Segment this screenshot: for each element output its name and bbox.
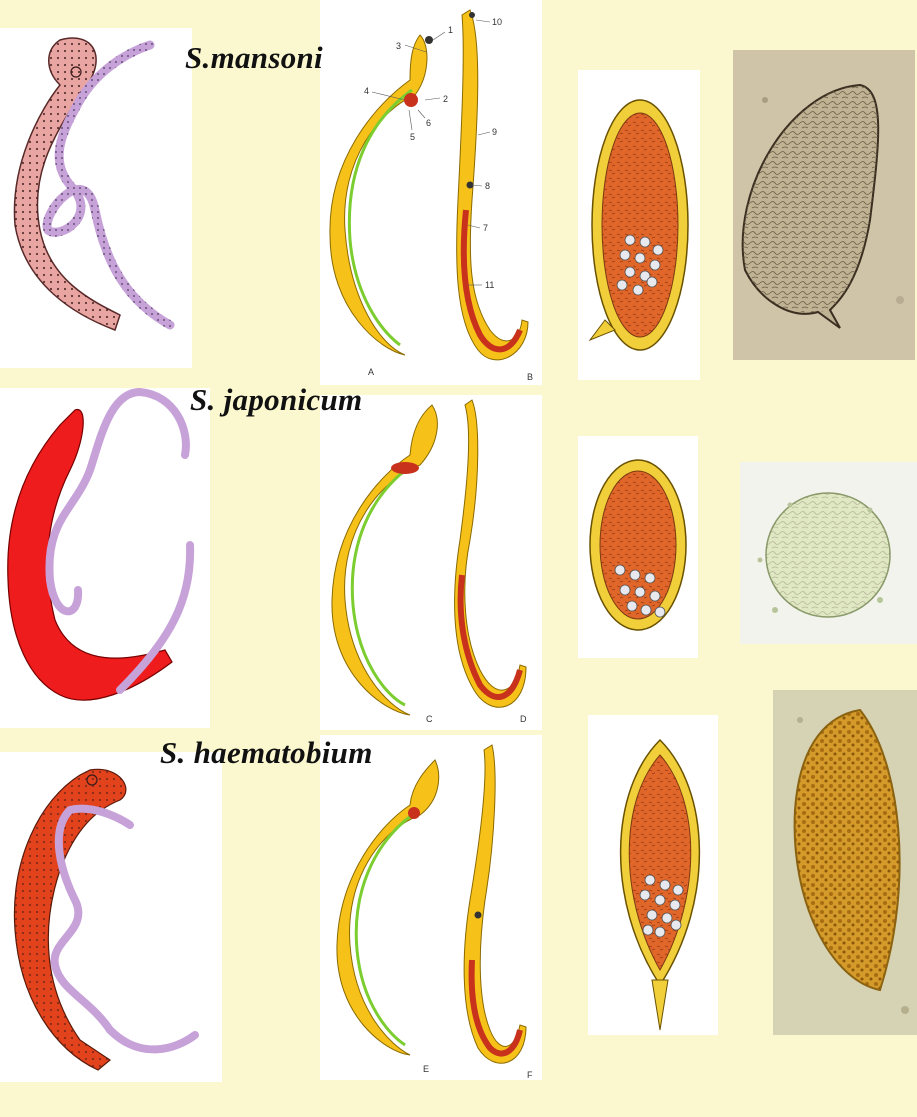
haematobium-female-worm (55, 809, 195, 1050)
diagram-a-male (330, 35, 433, 355)
diagram-letter-f: F (527, 1070, 533, 1080)
mansoni-egg-drawing (590, 100, 688, 350)
species-label-japonicum: S. japonicum (190, 382, 362, 418)
diagram-letter-d: D (520, 714, 527, 724)
diagram-letter-a: A (368, 367, 374, 377)
haematobium-egg-drawing (621, 740, 700, 1030)
diagram-b-female (457, 10, 528, 360)
diagram-d-female (455, 400, 526, 707)
part-number-4: 4 (364, 86, 369, 96)
part-number-5: 5 (410, 132, 415, 142)
part-number-11: 11 (485, 280, 494, 290)
part-number-7: 7 (483, 223, 488, 233)
part-number-9: 9 (492, 127, 497, 137)
part-number-6: 6 (426, 118, 431, 128)
diagram-c-male (332, 405, 437, 715)
diagram-e-male (337, 760, 439, 1055)
part-number-10: 10 (492, 17, 502, 27)
haematobium-egg-micrograph (773, 690, 917, 1035)
part-number-8: 8 (485, 181, 490, 191)
diagram-letter-e: E (423, 1064, 429, 1074)
diagram-letter-b: B (527, 372, 533, 382)
species-label-haematobium: S. haematobium (160, 735, 373, 771)
species-label-mansoni: S.mansoni (185, 40, 323, 76)
diagram-letter-c: C (426, 714, 433, 724)
diagram-f-female (464, 745, 526, 1063)
part-number-2: 2 (443, 94, 448, 104)
part-number-3: 3 (396, 41, 401, 51)
mansoni-egg-micrograph (733, 50, 915, 360)
part-number-1: 1 (448, 25, 453, 35)
japonicum-egg-drawing (590, 460, 686, 630)
japonicum-egg-micrograph (740, 462, 917, 644)
